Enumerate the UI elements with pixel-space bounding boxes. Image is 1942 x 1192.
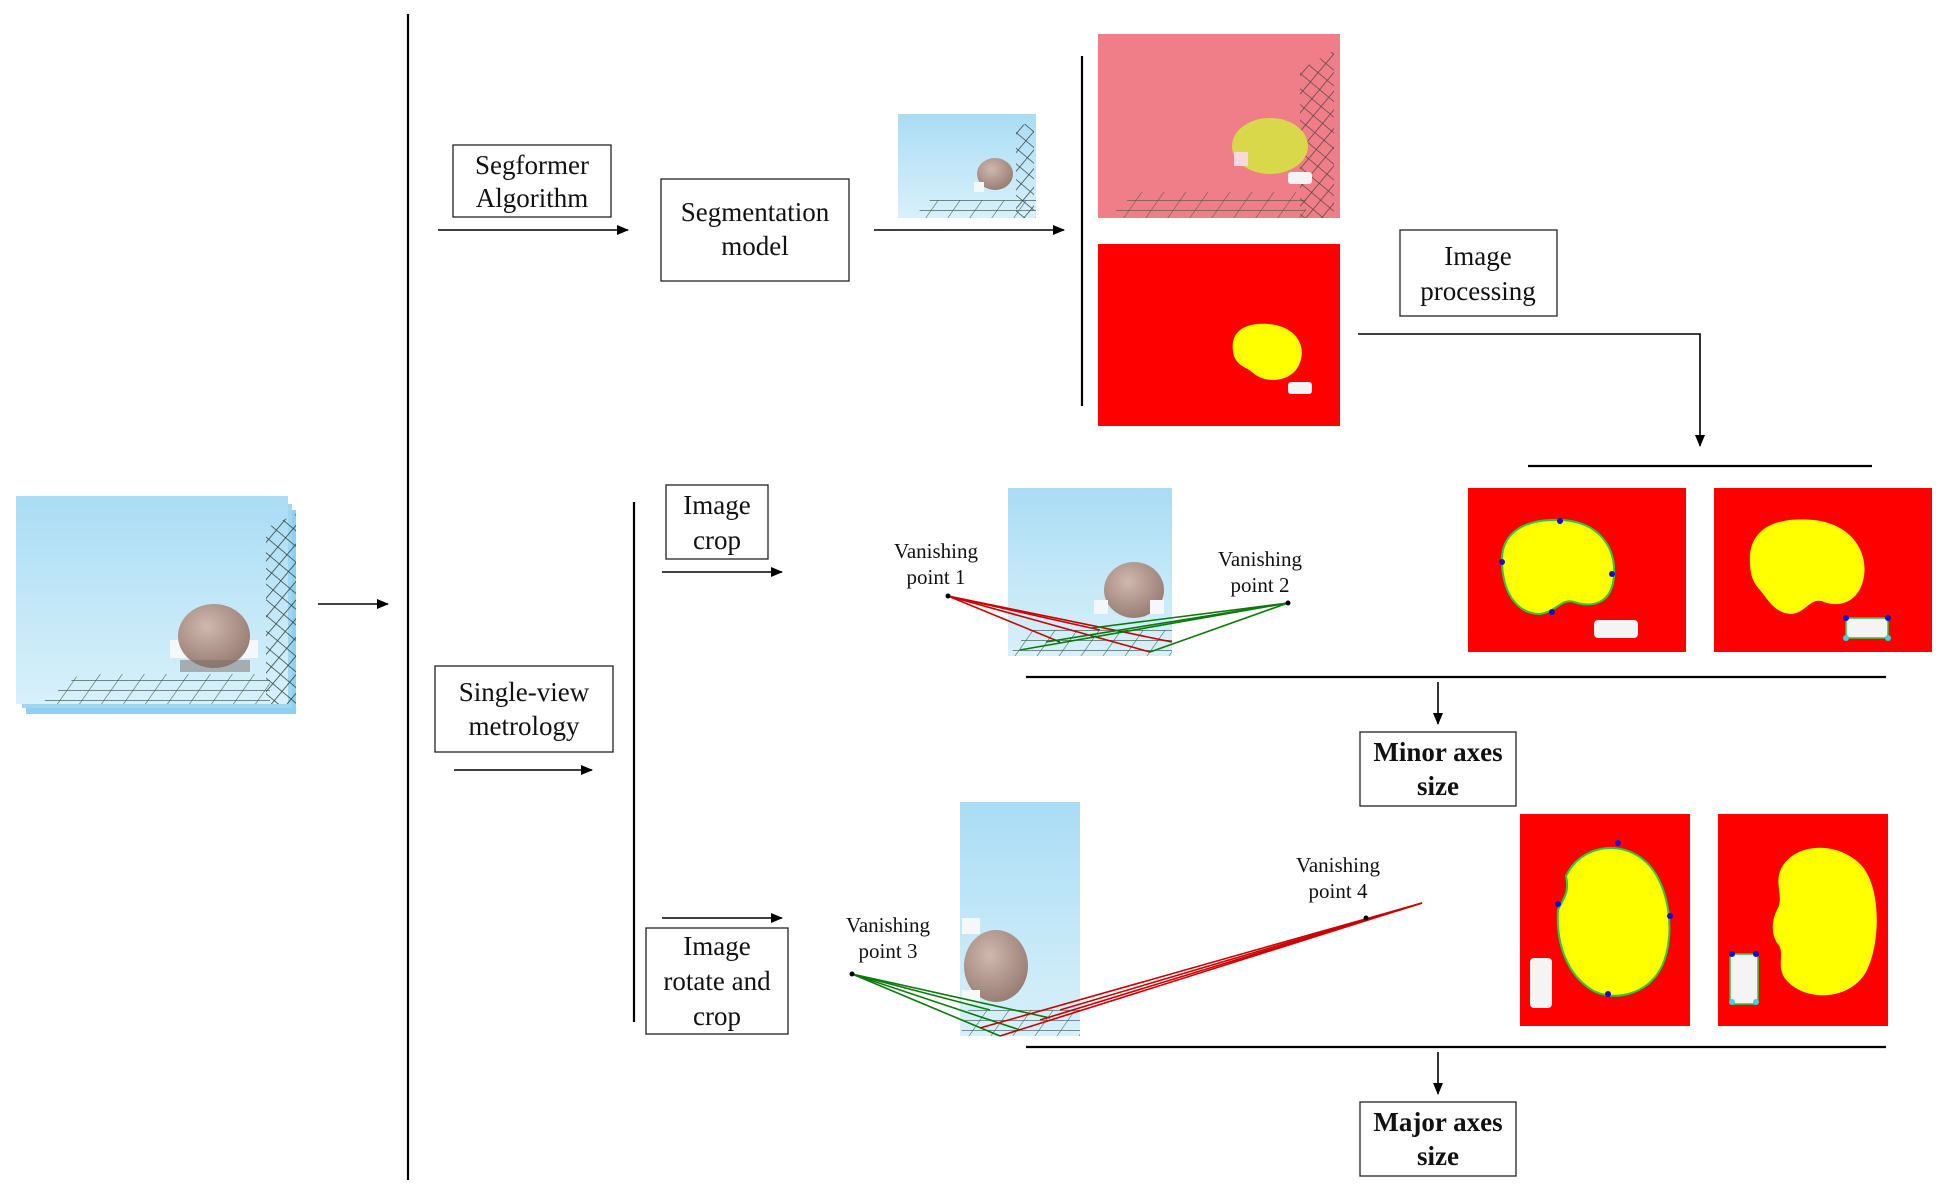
minor-label-2: size bbox=[1417, 771, 1459, 801]
segformer-box: Segformer Algorithm bbox=[452, 144, 612, 218]
rotate-label-3: crop bbox=[693, 1001, 741, 1031]
minor-label-1: Minor axes bbox=[1373, 737, 1502, 767]
input-image-stack bbox=[16, 496, 296, 714]
segmodel-label-2: model bbox=[721, 231, 789, 261]
rotate-label-2: rotate and bbox=[663, 966, 771, 996]
major-contour-image bbox=[1520, 814, 1690, 1026]
imgproc-arrow bbox=[1358, 333, 1705, 447]
segmentation-model-box: Segmentation model bbox=[660, 178, 850, 282]
single-view-metrology-box: Single-view metrology bbox=[434, 665, 614, 753]
vanishing-lines-1-2 bbox=[945, 593, 1291, 653]
vp3-label-1: Vanishing bbox=[846, 913, 931, 937]
minor-reference-image bbox=[1714, 488, 1932, 652]
major-label-2: size bbox=[1417, 1141, 1459, 1171]
major-axes-box: Major axes size bbox=[1359, 1101, 1517, 1177]
segformer-label-2: Algorithm bbox=[476, 183, 589, 213]
segformer-label-1: Segformer bbox=[475, 150, 589, 180]
rotate-label-1: Image bbox=[683, 931, 750, 961]
rotated-photo bbox=[960, 802, 1080, 1036]
crop-label-1: Image bbox=[683, 490, 750, 520]
image-crop-box: Image crop bbox=[665, 484, 769, 560]
svm-label-1: Single-view bbox=[459, 677, 590, 707]
segmodel-thumbnail bbox=[898, 114, 1036, 218]
vp2-label-2: point 2 bbox=[1231, 573, 1290, 597]
minor-contour-image bbox=[1468, 488, 1686, 652]
vp1-label-1: Vanishing bbox=[894, 539, 979, 563]
vp4-label-1: Vanishing bbox=[1296, 853, 1381, 877]
imgproc-label-1: Image bbox=[1444, 241, 1511, 271]
segmentation-mask-image bbox=[1098, 244, 1340, 426]
crop-label-2: crop bbox=[693, 525, 741, 555]
segmentation-overlay-image bbox=[1098, 34, 1340, 218]
vp3-label-2: point 3 bbox=[859, 939, 918, 963]
image-rotate-crop-box: Image rotate and crop bbox=[645, 927, 789, 1035]
vp4-label-2: point 4 bbox=[1309, 879, 1368, 903]
vp1-label-2: point 1 bbox=[907, 565, 966, 589]
imgproc-label-2: processing bbox=[1420, 276, 1535, 306]
input-photo bbox=[16, 496, 296, 704]
image-processing-box: Image processing bbox=[1399, 229, 1558, 317]
vanishing-lines-3-4 bbox=[849, 902, 1423, 1037]
minor-axes-box: Minor axes size bbox=[1359, 731, 1517, 807]
major-label-1: Major axes bbox=[1373, 1107, 1502, 1137]
vp2-label-1: Vanishing bbox=[1218, 547, 1303, 571]
svm-label-2: metrology bbox=[469, 711, 580, 741]
segmodel-label-1: Segmentation bbox=[681, 197, 830, 227]
major-reference-image bbox=[1718, 814, 1888, 1026]
